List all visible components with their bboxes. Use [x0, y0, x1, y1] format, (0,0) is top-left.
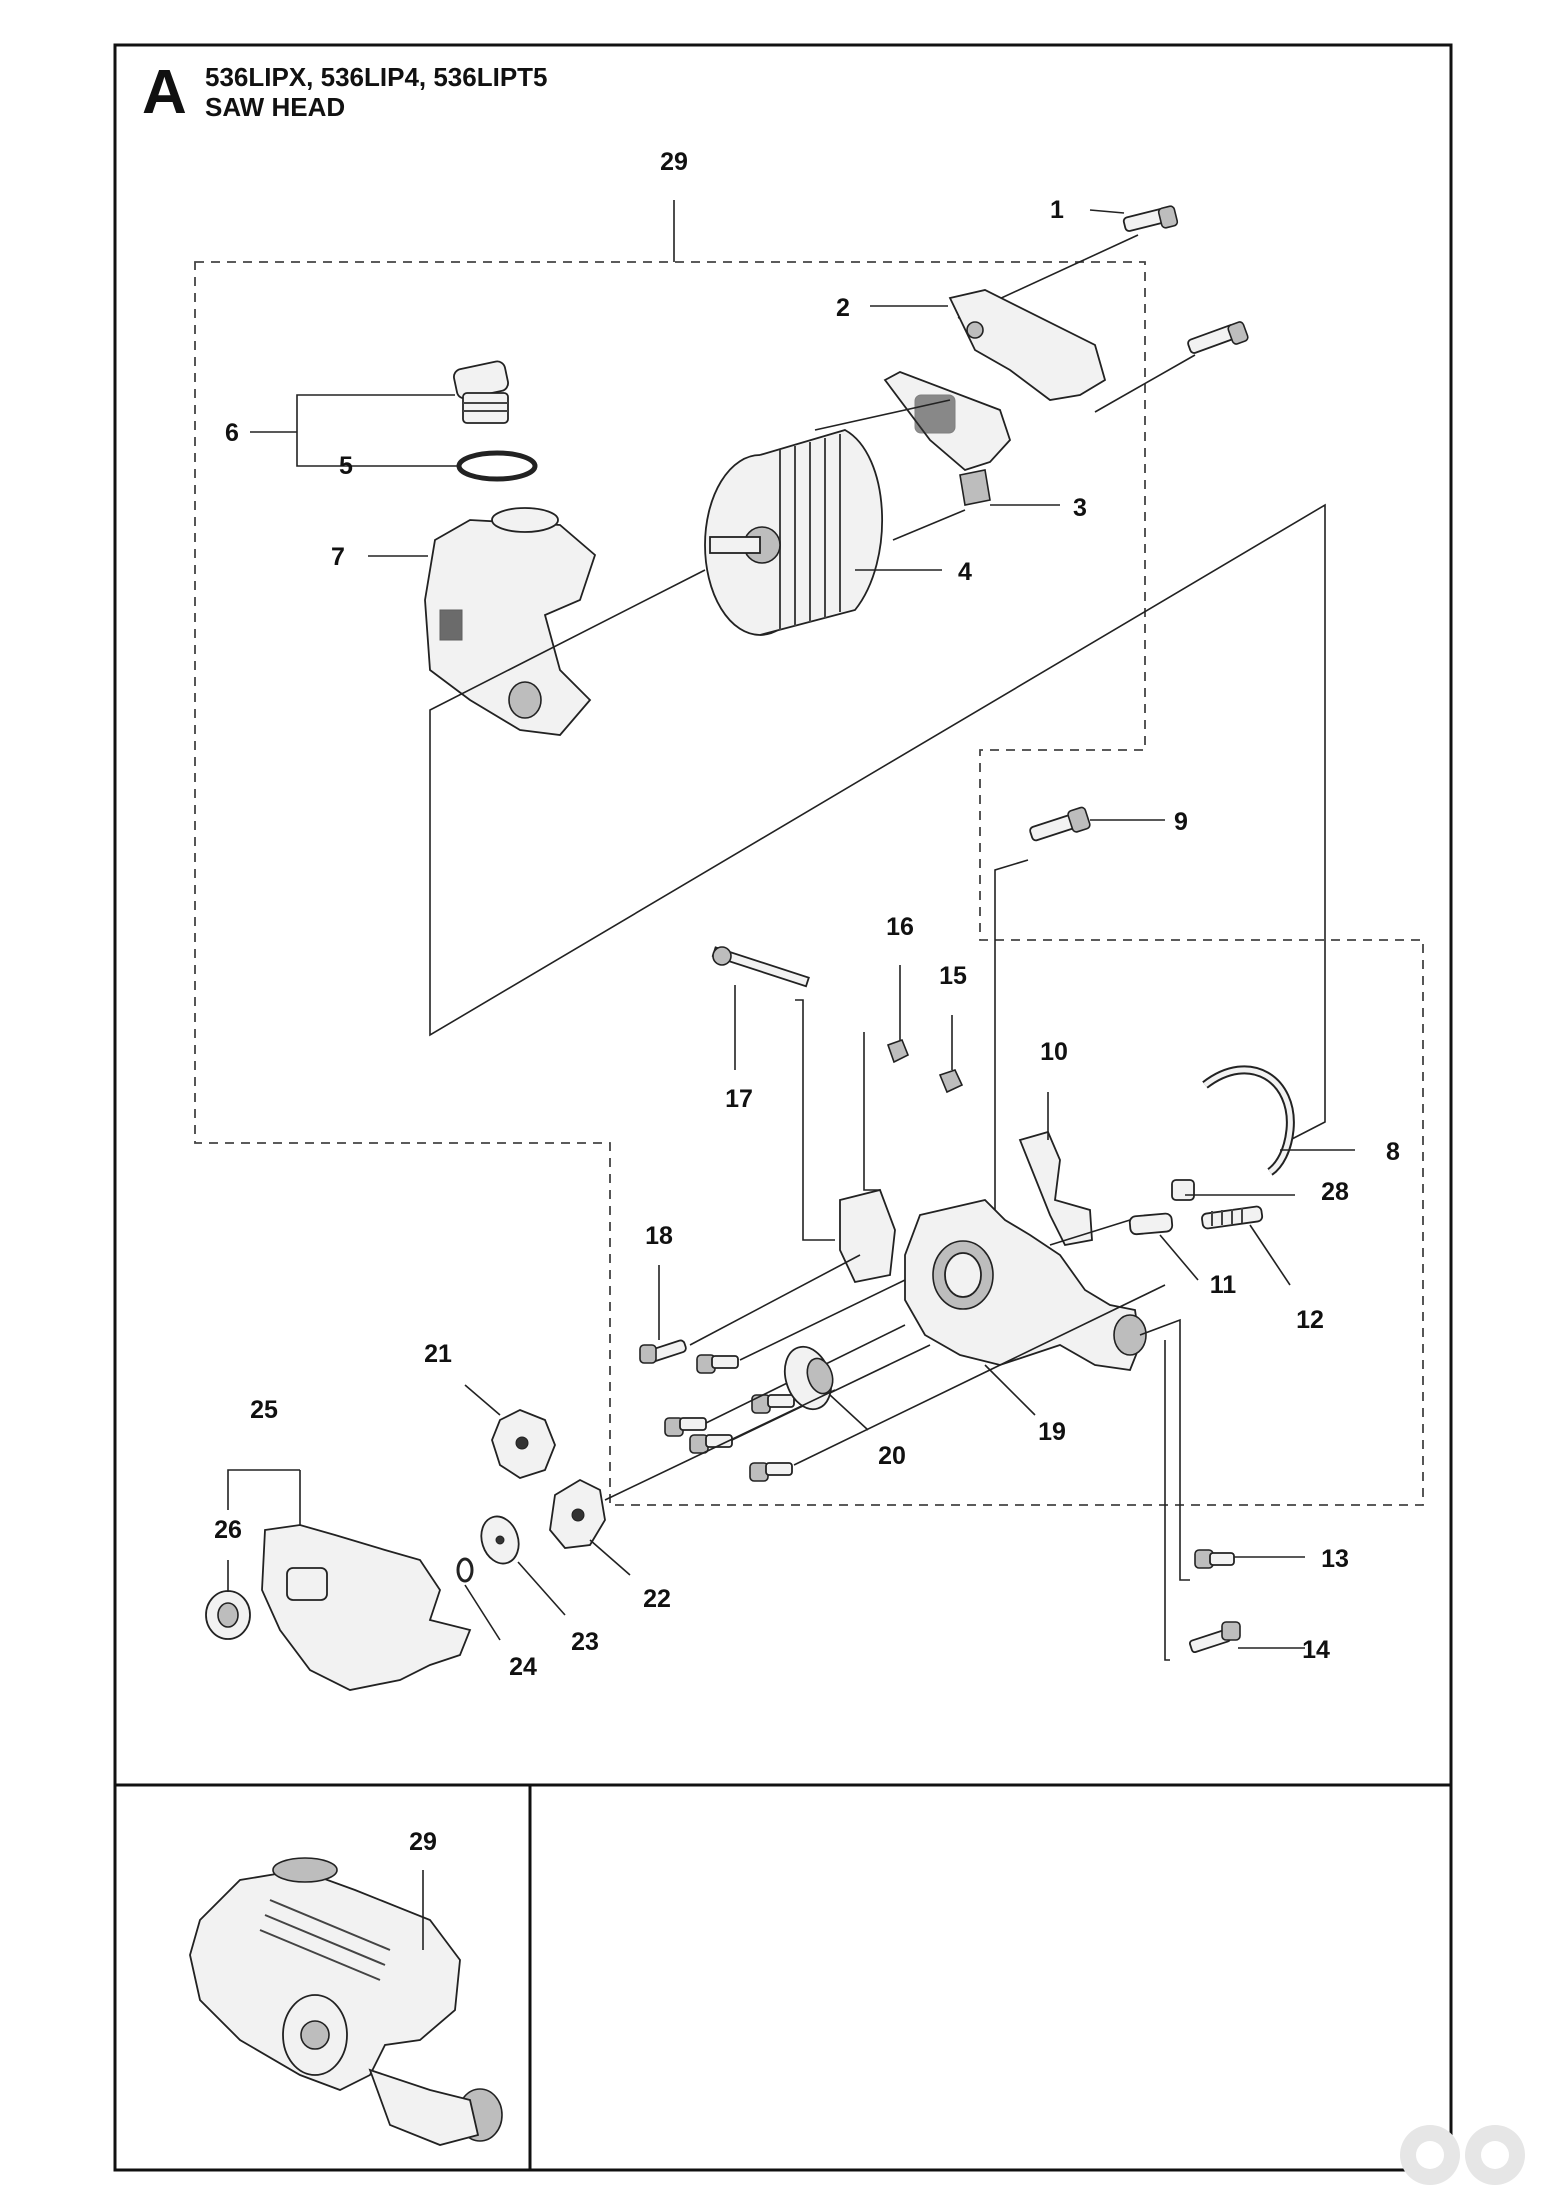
part-1-screw: [957, 205, 1179, 319]
part-22-hub: [549, 1389, 836, 1576]
leader-13-14-outline: [1139, 1318, 1190, 1661]
part-25-guard: [261, 1470, 472, 1691]
part-10-bracket: [1018, 1092, 1093, 1247]
part-2-cover: [814, 289, 1107, 472]
callout-20: 20: [878, 1442, 906, 1470]
inset-assembly-29: [189, 1857, 503, 2146]
part-11-sleeve: [1128, 1212, 1199, 1281]
callout-4: 4: [958, 558, 972, 586]
section-title: SAW HEAD: [205, 92, 346, 122]
callout-5: 5: [339, 452, 353, 480]
callout-26: 26: [214, 1516, 242, 1544]
callout-18: 18: [645, 1222, 673, 1250]
part-19-gear-housing: [839, 1188, 1147, 1416]
watermark-logo: [1400, 2125, 1525, 2185]
callout-10: 10: [1040, 1038, 1068, 1066]
callout-6: 6: [225, 419, 239, 447]
part-3-clip: [892, 469, 1060, 541]
callout-28: 28: [1321, 1178, 1349, 1206]
callout-2: 2: [836, 294, 850, 322]
part-16-nut: [886, 965, 910, 1064]
part-26-knob: [205, 1590, 251, 1640]
callout-11: 11: [1210, 1271, 1237, 1299]
callout-16: 16: [886, 913, 914, 941]
part-4-motor: [704, 429, 942, 636]
callout-8: 8: [1386, 1138, 1400, 1166]
callout-29: 29: [660, 148, 688, 176]
part-21-drive-sprocket: [464, 1384, 556, 1479]
callout-1: 1: [1050, 196, 1064, 224]
part-18-screw: [639, 1254, 861, 1364]
callout-22: 22: [643, 1585, 671, 1613]
part-23-washer: [480, 1515, 566, 1616]
part-8-arc-bracket: [1202, 1065, 1355, 1176]
part-20-sprocket: [783, 1345, 869, 1431]
part-screw-upper: [1094, 321, 1249, 413]
part-7-housing: [368, 507, 597, 736]
part-12-adjuster: [1201, 1205, 1291, 1286]
part-5-o-ring: [456, 450, 538, 482]
callout-17: 17: [725, 1085, 753, 1113]
callout-13: 13: [1321, 1545, 1349, 1573]
part-13-screw: [1194, 1549, 1305, 1569]
assembly-29-boundary: [194, 261, 1424, 1506]
inset-callout-29: 29: [409, 1828, 437, 1856]
part-17-bolt: [711, 946, 835, 1241]
callout-23: 23: [571, 1628, 599, 1656]
callout-3: 3: [1073, 494, 1087, 522]
section-letter: A: [142, 58, 187, 127]
outer-frame: [113, 43, 1453, 2172]
callout-15: 15: [939, 962, 967, 990]
callout-9: 9: [1174, 808, 1188, 836]
leader-6-bracket: [296, 394, 458, 467]
model-list: 536LIPX, 536LIP4, 536LIPT5: [205, 62, 548, 92]
callout-14: 14: [1302, 1636, 1330, 1664]
leader-10-11: [1049, 1219, 1131, 1246]
part-6-cap: [453, 360, 509, 424]
part-28-screw: [1171, 1179, 1295, 1201]
leader-25-bracket: [227, 1469, 300, 1510]
callout-21: 21: [424, 1340, 452, 1368]
callout-25: 25: [250, 1396, 278, 1424]
leader-7-8-outline: [429, 503, 1326, 1141]
part-14-screw: [1189, 1621, 1305, 1654]
callout-19: 19: [1038, 1418, 1066, 1446]
part-15-plug: [938, 1015, 964, 1094]
callout-7: 7: [331, 543, 345, 571]
callout-24: 24: [509, 1653, 537, 1681]
callout-12: 12: [1296, 1306, 1324, 1334]
leader-16-15-outline: [863, 1032, 880, 1191]
part-9-screw: [994, 806, 1165, 1215]
part-24-clip: [456, 1557, 501, 1641]
